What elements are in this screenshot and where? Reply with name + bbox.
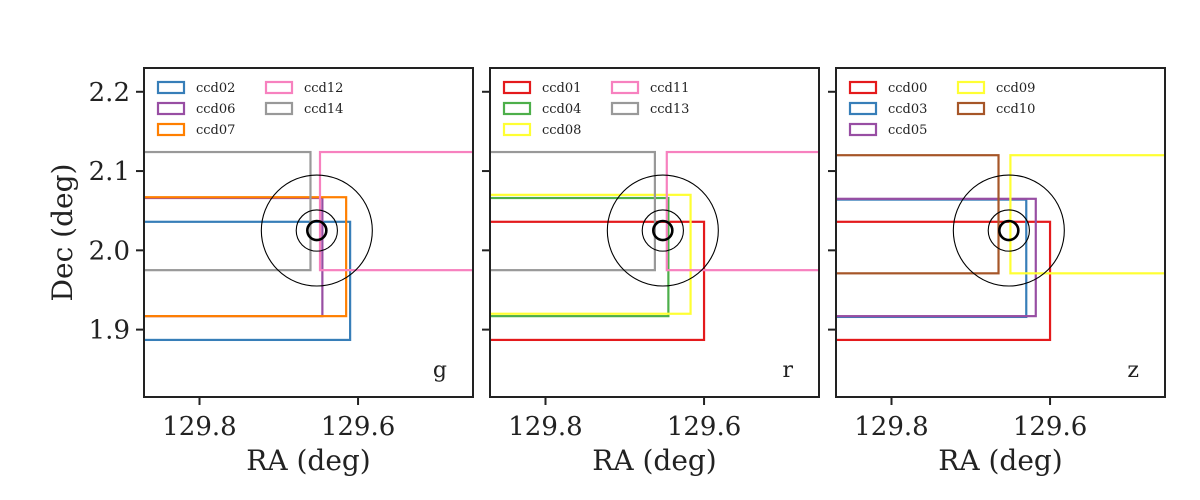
plot-area [144,150,473,342]
legend-item: ccd08 [502,122,581,138]
legend-label: ccd11 [650,81,689,96]
legend-swatch [156,80,186,95]
x-tick-label: 129.6 [667,412,741,442]
legend-label: ccd08 [542,123,581,138]
ccd-footprint-ccd01 [490,220,706,342]
x-axis-label: RA (deg) [938,444,1062,477]
ccd-footprint-ccd06 [144,196,324,318]
aperture-circle [606,174,719,287]
legend-item: ccd02 [156,80,235,96]
legend-label: ccd13 [650,102,689,117]
aperture-circle [295,209,338,252]
aperture-circle [652,219,674,242]
x-axis-label: RA (deg) [592,444,716,477]
ccd-footprint-ccd04 [490,196,670,318]
y-axis-label: Dec (deg) [46,164,79,302]
axes-frame [835,67,1166,398]
x-tick-label: 129.8 [508,412,582,442]
x-tick-label: 129.8 [854,412,928,442]
band-label: g [433,358,447,383]
aperture-circle [306,219,328,242]
axes-frame [489,67,820,398]
aperture-circle [998,219,1020,242]
legend-item: ccd06 [156,101,235,117]
legend-label: ccd14 [304,102,343,117]
ccd-footprint-ccd07 [144,196,348,318]
x-tick-label: 129.8 [162,412,236,442]
ccd-footprint-ccd00 [836,220,1052,342]
legend-swatch [156,122,186,137]
legend-swatch [156,101,186,116]
legend: ccd02 ccd06 ccd07 ccd12 ccd14 [156,80,343,138]
legend-item: ccd00 [848,80,927,96]
ccd-footprint-ccd03 [836,198,1028,319]
ccd-footprint-ccd05 [836,197,1037,318]
legend-item: ccd14 [264,101,343,117]
legend-item: ccd13 [610,101,689,117]
legend-item: ccd11 [610,80,689,96]
y-tick-label: 1.9 [89,316,130,346]
axes-frame [143,67,474,398]
band-label: r [782,358,793,383]
legend-swatch [956,80,986,95]
ccd-footprint-ccd12 [318,150,473,272]
y-tick-label: 2.1 [89,157,130,187]
legend-item: ccd10 [956,101,1035,117]
legend-label: ccd02 [196,81,235,96]
legend-swatch [848,122,878,137]
legend: ccd00 ccd03 ccd05 ccd09 ccd10 [848,80,1035,138]
legend-swatch [502,80,532,95]
aperture-circle [952,174,1065,287]
legend-label: ccd01 [542,81,581,96]
ccd-footprint-ccd10 [836,154,1000,275]
ccd-footprint-ccd11 [665,150,819,272]
legend-swatch [610,101,640,116]
legend-item: ccd12 [264,80,343,96]
aperture-circle [260,174,373,287]
x-axis-label: RA (deg) [246,444,370,477]
ccd-footprint-ccd02 [144,220,352,342]
legend-item: ccd01 [502,80,581,96]
legend-item: ccd09 [956,80,1035,96]
plot-area [490,150,819,342]
legend-label: ccd10 [996,102,1035,117]
legend-label: ccd06 [196,102,235,117]
aperture-circle [987,209,1030,252]
plot-area [836,154,1165,342]
panel-g: 129.8 129.6 1.9 2.0 2.1 2.2 RA (deg) Dec (deg) g… [46,67,474,477]
legend-swatch [502,101,532,116]
y-tick-label: 2.0 [89,236,130,266]
x-tick-label: 129.6 [1013,412,1087,442]
legend-swatch [610,80,640,95]
legend-label: ccd00 [888,81,927,96]
ccd-footprint-ccd08 [490,193,692,315]
legend-item: ccd04 [502,101,581,117]
legend-swatch [264,80,294,95]
legend-label: ccd05 [888,123,927,138]
legend-item: ccd07 [156,122,235,138]
legend-item: ccd05 [848,122,927,138]
ccd-footprint-ccd13 [490,150,656,272]
legend-swatch [264,101,294,116]
legend-swatch [848,80,878,95]
legend: ccd01 ccd04 ccd08 ccd11 ccd13 [502,80,689,138]
ccd-footprint-ccd14 [144,150,312,272]
legend-item: ccd03 [848,101,927,117]
legend-swatch [848,101,878,116]
legend-label: ccd07 [196,123,235,138]
legend-swatch [956,101,986,116]
aperture-circle [641,209,684,252]
band-label: z [1127,358,1139,383]
legend-label: ccd04 [542,102,581,117]
y-tick-label: 2.2 [89,78,130,108]
ccd-footprint-ccd09 [1009,154,1165,275]
legend-label: ccd12 [304,81,343,96]
legend-swatch [502,122,532,137]
legend-label: ccd03 [888,102,927,117]
legend-label: ccd09 [996,81,1035,96]
x-tick-label: 129.6 [321,412,395,442]
